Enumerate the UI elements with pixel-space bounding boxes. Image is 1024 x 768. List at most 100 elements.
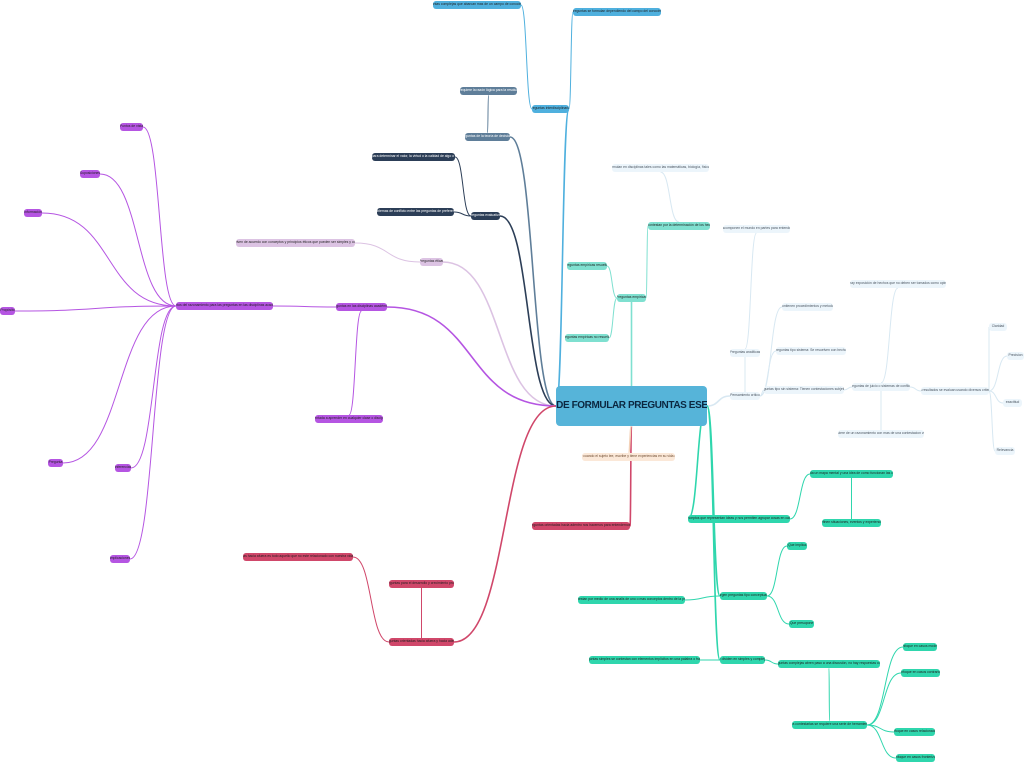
node-pale-claridad[interactable]: Claridad [989, 323, 1007, 331]
node-pale-contienen[interactable]: Contienen procedimientos y metodos [782, 303, 833, 311]
node-label: Preguntas de la teoría de decisiones [465, 134, 510, 139]
node-pale-discip[interactable]: Se formulan en disciplinas tales como la… [612, 164, 709, 172]
node-cyan-formular[interactable]: Las preguntas se formulan dependiendo de… [573, 8, 661, 16]
node-navy-eval[interactable]: Preguntas evaluativas [471, 212, 500, 220]
node-pale-resultados[interactable]: Los resultados se evaluan usando diverso… [921, 387, 989, 395]
edge-root-to-peach-surge [627, 425, 633, 454]
edge-pale-juicio-to-pale-resultados [909, 386, 922, 392]
edge-pale-pens-to-pale-multisist [759, 389, 765, 397]
node-label: Definen situaciones, eventos y experienc… [822, 520, 881, 525]
edge-pale-resultados-to-pale-relev [988, 390, 996, 452]
node-pur-acad[interactable]: Preguntas en las disciplinas académicas [336, 303, 387, 311]
edge-root-to-teal-dividen [706, 405, 721, 661]
node-label: Enfoque en casos modelo [903, 644, 937, 649]
node-lilac-resuel[interactable]: se resuelven de acuerdo con conceptos y … [236, 239, 355, 247]
node-navy-det[interactable]: Sirven para determinar el valor, la virt… [372, 153, 455, 161]
node-label: preguntas de juicio o sistemas de confli… [852, 384, 910, 389]
node-pur-infer[interactable]: Inferencias [115, 464, 131, 472]
node-teal-contest[interactable]: Se contestan por medio de una analis de … [578, 596, 685, 604]
edge-teal-dividen-to-teal-complejas [764, 659, 779, 665]
node-pale-descomp[interactable]: Descomponen el mundo en partes para ente… [723, 225, 790, 233]
node-lilac-eticas[interactable]: Preguntas éticas [420, 258, 443, 266]
node-pale-requier[interactable]: Requiere de un razonamiento con mas de u… [838, 430, 924, 438]
edge-pale-pens-to-pale-unsist [759, 350, 777, 397]
node-pale-solo[interactable]: Solo hay exposición de hechos que no deb… [850, 280, 946, 288]
node-label: Las preguntas complejas abren paso a una… [778, 661, 880, 666]
node-teal-surgen[interactable]: Surgen preguntas tipo conceptuales [720, 592, 767, 600]
node-label: Preguntas evaluativas [471, 213, 500, 218]
node-label: Preguntas hacia afuera es todo aquello q… [243, 554, 353, 559]
node-label: Se contestan por la determinación de los… [648, 223, 710, 228]
node-pur-info[interactable]: Información [24, 209, 42, 217]
node-label: Precision [1008, 353, 1023, 358]
node-label: Surge cuando el sujeto lee, escribe y ti… [582, 454, 675, 459]
node-cr-fuera[interactable]: Preguntas orientadas hacia afuera y haci… [389, 638, 454, 646]
node-label: Hay conceptos que representan ideas y no… [688, 516, 790, 521]
node-label: Preguntas empíricas resueltas [567, 263, 607, 268]
node-slate-razon[interactable]: Se requiere la razón lógica para la reso… [460, 87, 517, 95]
edge-teal-contestar-to-teal-contrario [866, 672, 902, 726]
node-teal-def[interactable]: Definen situaciones, eventos y experienc… [822, 519, 881, 527]
node-teal-hay[interactable]: Hay conceptos que representan ideas y no… [688, 515, 790, 523]
node-label: Pensamiento crítico [730, 393, 760, 398]
node-pale-unsist[interactable]: Preguntas tipo sistema: Se resuelven con… [776, 347, 846, 355]
node-navy-prob[interactable]: Problemas de conflicto entre las pregunt… [377, 208, 454, 216]
node-teal-simples[interactable]: Las preguntas simples se contestan con e… [589, 656, 700, 664]
node-cr-hacia[interactable]: Preguntas hacia afuera es todo aquello q… [243, 553, 353, 561]
node-teal-contestar[interactable]: Para contestarlas se requiere una serie … [792, 721, 867, 729]
node-label: Suposiciones [80, 171, 100, 176]
edge-cyan-interdis-to-cyan-formular [568, 11, 574, 110]
node-teal-nos[interactable]: Nos da un mapa mental y una idea de como… [810, 470, 893, 478]
node-label: Los resultados se evaluan usando diverso… [921, 388, 989, 393]
node-cyan-interdis[interactable]: Preguntas interdisciplinarias [532, 105, 569, 113]
node-mint-emp[interactable]: Preguntas empíricas [617, 294, 646, 302]
node-pale-juicio[interactable]: preguntas de juicio o sistemas de confli… [852, 383, 910, 391]
node-pur-prop[interactable]: Propósito [0, 307, 15, 315]
edge-root-to-navy-eval [499, 215, 557, 407]
node-cr-orient[interactable]: Las preguntas orientadas hacia adentro n… [532, 522, 630, 530]
node-teal-modelo[interactable]: Enfoque en casos modelo [903, 643, 937, 651]
node-teal-contrario[interactable]: Enfoque en casos contrarios [901, 669, 940, 677]
node-cr-desarr[interactable]: Preguntas para el desarrollo y crecimien… [389, 580, 454, 588]
edge-teal-contestar-to-teal-front [866, 724, 897, 759]
node-teal-implica[interactable]: ¿Que implica? [787, 542, 807, 550]
node-teal-presupone[interactable]: ¿Que presupone? [789, 620, 814, 628]
node-label: Información [24, 210, 42, 215]
node-label: Sirven para determinar el valor, la virt… [372, 154, 455, 159]
node-pale-exact[interactable]: exactitud [1003, 399, 1022, 407]
node-teal-complejas[interactable]: Las preguntas complejas abren paso a una… [778, 660, 880, 668]
node-mint-resuelt[interactable]: Preguntas empíricas resueltas [567, 262, 607, 270]
edge-pale-resultados-to-pale-precision [988, 355, 1008, 392]
edge-mint-emp-to-mint-contestan [645, 225, 649, 299]
node-teal-relac[interactable]: Enfoque en casos relacionados [894, 728, 935, 736]
node-pur-punto[interactable]: Puntos de vista [120, 123, 143, 131]
node-label: Pregunta [48, 460, 63, 465]
node-peach-surge[interactable]: Surge cuando el sujeto lee, escribe y ti… [582, 453, 675, 461]
node-pale-relev[interactable]: Relevancia [995, 447, 1015, 455]
node-label: Preguntas tipo sistema: Se resuelven con… [776, 348, 846, 353]
node-pur-orient[interactable]: Orientada a aprender en cualquier clase … [315, 415, 383, 423]
node-pale-multisist[interactable]: Preguntas tipo sin sistema: Tienen conte… [764, 386, 844, 394]
node-cyan-comp[interactable]: Preguntas complejas que abarcan mas de u… [433, 1, 521, 9]
node-label: Surgen preguntas tipo conceptuales [720, 593, 767, 598]
node-pur-supos[interactable]: Suposiciones [80, 170, 100, 178]
edge-pur-elem-to-pur-preg [62, 305, 177, 464]
root-node[interactable]: EL ARTE DE FORMULAR PREGUNTAS ESENCIALES [556, 386, 707, 426]
node-teal-dividen[interactable]: Se dividen en simples y complejas [720, 656, 765, 664]
node-pale-pens[interactable]: Pensamiento crítico [730, 392, 760, 400]
node-label: Requiere de un razonamiento con mas de u… [838, 431, 924, 436]
node-slate-teoria[interactable]: Preguntas de la teoría de decisiones [465, 133, 510, 141]
node-label: Preguntas analíticas [730, 350, 760, 355]
node-pale-analit[interactable]: Preguntas analíticas [730, 349, 760, 357]
node-mint-contestan[interactable]: Se contestan por la determinación de los… [648, 222, 710, 230]
node-pur-elem[interactable]: Elementos del razonamiento para las preg… [176, 302, 273, 310]
node-pur-impl[interactable]: Implicaciones [110, 555, 130, 563]
node-teal-front[interactable]: Enfoque en casos fronterizos [896, 754, 935, 762]
edge-pur-elem-to-pur-supos [99, 173, 177, 307]
node-mint-noresuelt[interactable]: Preguntas empíricas no resueltas [565, 334, 609, 342]
node-label: Preguntas complejas que abarcan mas de u… [433, 2, 521, 7]
node-pale-precision[interactable]: Precision [1007, 352, 1024, 360]
node-pur-preg[interactable]: Pregunta [48, 459, 63, 467]
edge-root-to-slate-teoria [509, 136, 557, 407]
